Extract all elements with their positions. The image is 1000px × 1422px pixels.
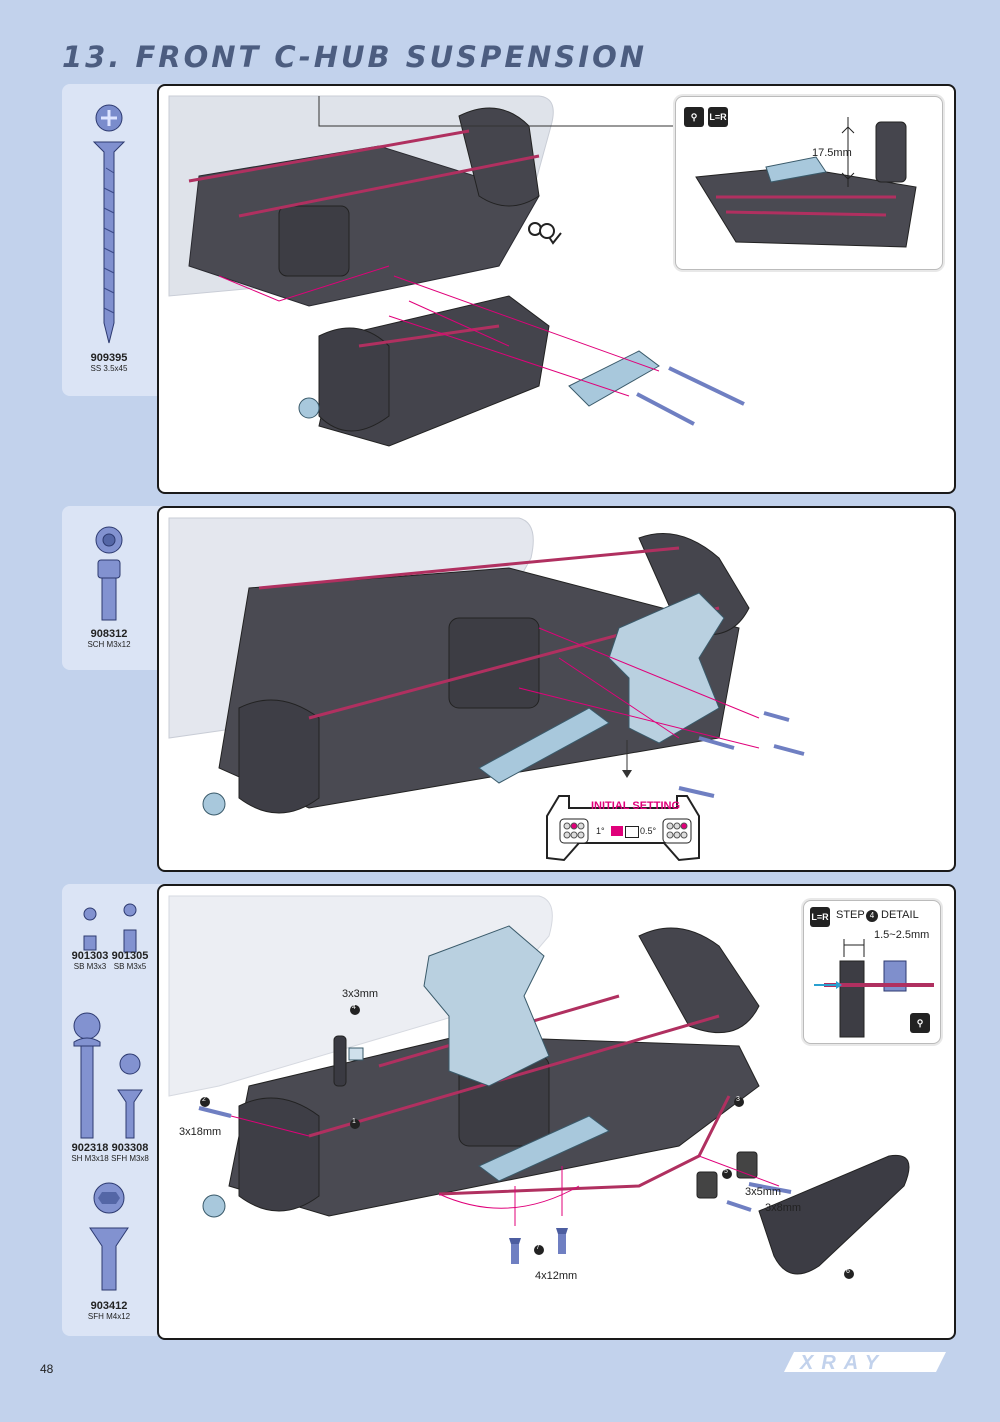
left-equals-right-icon: L=R [810,907,830,927]
part-label: 902318 SH M3x18 [71,1142,109,1163]
parts-tab-step3: 901303 SB M3x3 901305 SB M3x5 902318 SH … [62,884,172,1336]
parts-tab-step2: 908312 SCH M3x12 [62,506,172,670]
detail-step-number: 4 [866,910,878,922]
button-and-flat-head-screw-icons [73,1012,143,1139]
tapping-screw-icon [92,104,126,344]
camber-block-left-icon [559,818,589,844]
grease-icon [528,222,562,245]
page-title: 13. FRONT C-HUB SUSPENSION [62,40,648,74]
cap-head-screw-icon [95,526,123,621]
part-label: 903412 SFH M4x12 [87,1300,131,1321]
callout-1: 1 [352,1118,356,1125]
part-label: 909395 SS 3.5x45 [90,352,128,373]
size-3x8-label: 3x8mm [765,1202,802,1214]
initial-left-value: 1° [596,826,605,836]
part-label: 901305 SB M3x5 [111,950,149,971]
callout-2: 2 [202,1096,206,1103]
part-label: 903308 SFH M3x8 [111,1142,149,1163]
step3-panel: 4 2 1 3 5 6 7 3x3mm 3x18mm 3x5mm 3x8mm 4… [157,884,956,1340]
detail-illustration [695,117,917,248]
detail-magnify-icon: ⚲ [910,1013,930,1033]
initial-setting-label: INITIAL SETTING [591,800,681,812]
initial-right-value: 0.5° [640,826,657,836]
callout-6: 6 [846,1268,850,1275]
detail-measure: 17.5mm [812,147,852,159]
setting-marker-inactive [625,826,639,838]
step-callout-icons [200,1005,854,1279]
step1-detail-callout: ⚲ L=R 17.5mm [675,96,943,270]
setting-marker-active [611,826,623,836]
size-3x3-label: 3x3mm [342,988,379,1000]
svg-text:XRAY: XRAY [799,1352,886,1374]
step3-assembly-illustration [168,895,910,1279]
camber-block-right-icon [662,818,692,849]
step1-assembly-illustration [168,95,745,447]
step2-assembly-illustration [168,517,805,862]
page-number: 48 [40,1362,54,1376]
brand-logo: XRAY [780,1348,950,1381]
step1-panel: ⚲ L=R 17.5mm [157,84,956,494]
step3-detail-callout: L=R STEP 4 DETAIL 1.5~2.5mm ⚲ [803,900,941,1044]
size-3x18-label: 3x18mm [179,1126,222,1138]
detail-title-prefix: STEP [836,909,865,921]
step2-panel: INITIAL SETTING 1° 0.5° [157,506,956,872]
part-label: 901303 SB M3x3 [71,950,109,971]
parts-tab-step1: 909395 SS 3.5x45 [62,84,172,396]
callout-5: 5 [724,1168,728,1175]
left-equals-right-icon: L=R [708,107,728,127]
detail-magnify-icon: ⚲ [684,107,704,127]
detail-illustration [814,939,934,1038]
set-screw-icons [83,903,137,953]
size-3x5-label: 3x5mm [745,1186,782,1198]
size-4x12-label: 4x12mm [535,1270,578,1282]
detail-measure: 1.5~2.5mm [874,929,930,941]
callout-3: 3 [736,1096,740,1103]
flat-head-screw-icon [89,1182,129,1291]
callout-4: 4 [352,1004,356,1011]
detail-title-suffix: DETAIL [881,909,919,921]
callout-7: 7 [536,1244,540,1251]
part-label: 908312 SCH M3x12 [87,628,131,649]
